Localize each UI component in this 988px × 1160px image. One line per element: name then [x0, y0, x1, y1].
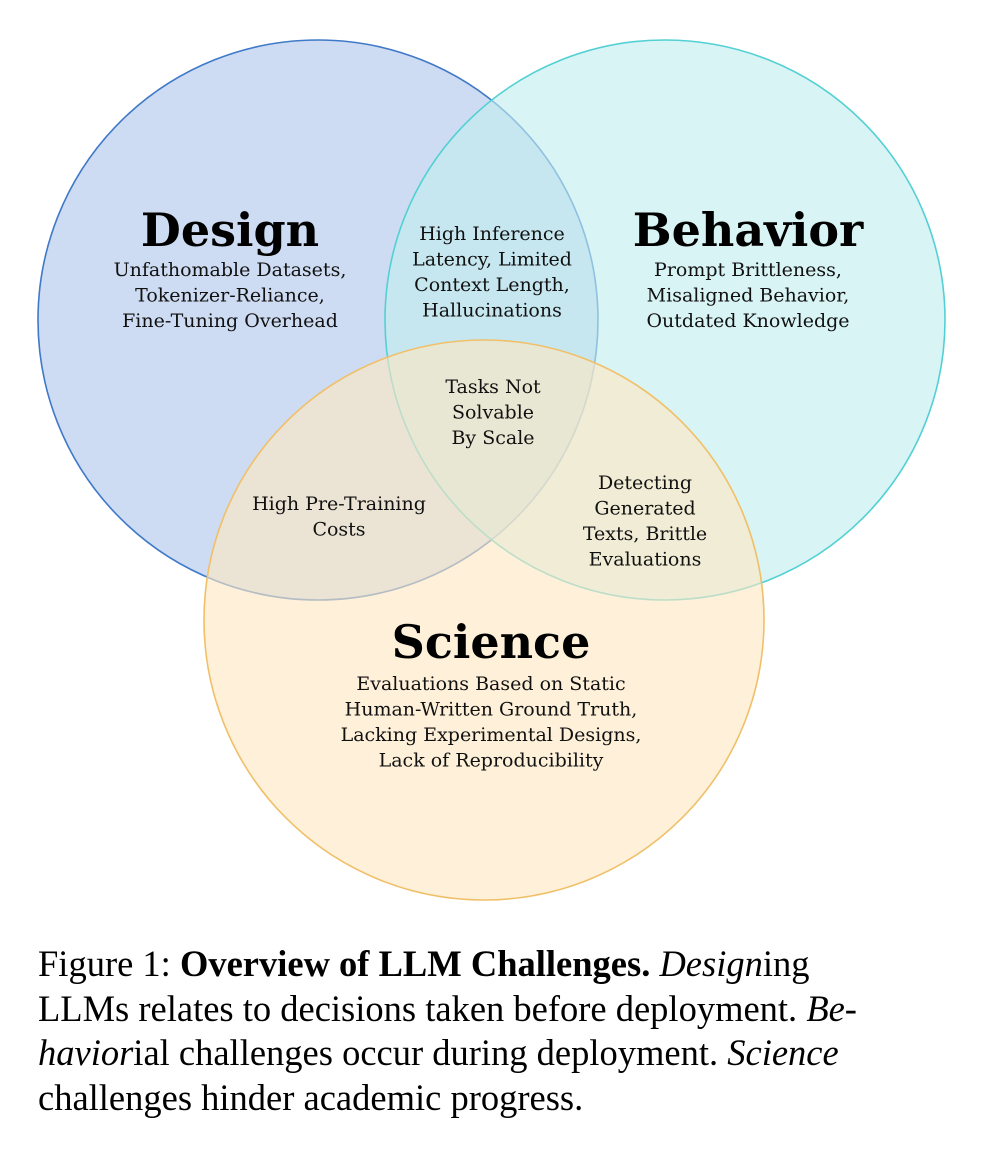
science-description-line-4: Lack of Reproducibility [379, 750, 604, 772]
caption-text-4: challenges hinder academic progress. [38, 1076, 584, 1118]
caption-text-2: LLMs relates to decisions taken before d… [38, 987, 798, 1029]
overlap-all-line-2: Solvable [452, 402, 534, 424]
behavior-description-line-3: Outdated Knowledge [646, 310, 849, 332]
overlap-all-line-1: Tasks Not [445, 376, 541, 398]
caption-em-behavior-1: Be- [806, 987, 857, 1029]
overlap-behavior-science-line-1: Detecting [598, 472, 692, 494]
caption-label: Figure 1: [38, 943, 171, 984]
caption-text-3: ial challenges occur during deployment. [133, 1032, 719, 1073]
overlap-behavior-science-line-4: Evaluations [589, 549, 702, 571]
science-description-line-3: Lacking Experimental Designs, [341, 724, 642, 746]
overlap-design-science-line-2: Costs [312, 519, 365, 541]
figure-caption: Figure 1: Overview of LLM Challenges. De… [38, 942, 938, 1120]
overlap-design-behavior-line-3: Context Length, [414, 274, 570, 296]
behavior-description-line-1: Prompt Brittleness, [654, 259, 842, 281]
behavior-description: Prompt Brittleness, Misaligned Behavior, O… [646, 259, 849, 332]
caption-em-behavior-2: havior [38, 1032, 134, 1073]
overlap-design-behavior-line-2: Latency, Limited [412, 249, 572, 271]
overlap-design-behavior-line-4: Hallucinations [422, 300, 562, 322]
science-description-line-2: Human-Written Ground Truth, [345, 699, 638, 721]
design-description-line-3: Fine-Tuning Overhead [122, 310, 338, 332]
science-description-line-1: Evaluations Based on Static [356, 673, 625, 695]
overlap-behavior-science-line-3: Texts, Brittle [583, 523, 707, 545]
design-description-line-1: Unfathomable Datasets, [114, 259, 347, 281]
caption-line-1: Figure 1: Overview of LLM Challenges. De… [38, 942, 938, 987]
caption-line-2: LLMs relates to decisions taken before d… [38, 987, 938, 1032]
caption-line-3: haviorial challenges occur during deploy… [38, 1031, 938, 1076]
overlap-design-behavior-line-1: High Inference [419, 223, 565, 245]
overlap-behavior-science-line-2: Generated [594, 498, 695, 520]
design-description-line-2: Tokenizer-Reliance, [135, 285, 325, 307]
behavior-description-line-2: Misaligned Behavior, [647, 285, 850, 307]
caption-text-1: ing [762, 943, 810, 984]
circle-science [203, 339, 765, 901]
overlap-design-science-line-1: High Pre-Training [252, 493, 426, 515]
caption-line-4: challenges hinder academic progress. [38, 1076, 938, 1121]
design-description: Unfathomable Datasets, Tokenizer-Reliance… [114, 259, 347, 332]
caption-title: Overview of LLM Challenges. [179, 943, 651, 984]
venn-circles [37, 39, 946, 901]
caption-em-science: Science [727, 1032, 839, 1073]
behavior-title: Behavior [633, 203, 864, 257]
caption-em-design: Design [659, 943, 763, 984]
science-title: Science [392, 615, 591, 669]
overlap-all-line-3: By Scale [451, 427, 534, 449]
design-title: Design [141, 203, 319, 257]
